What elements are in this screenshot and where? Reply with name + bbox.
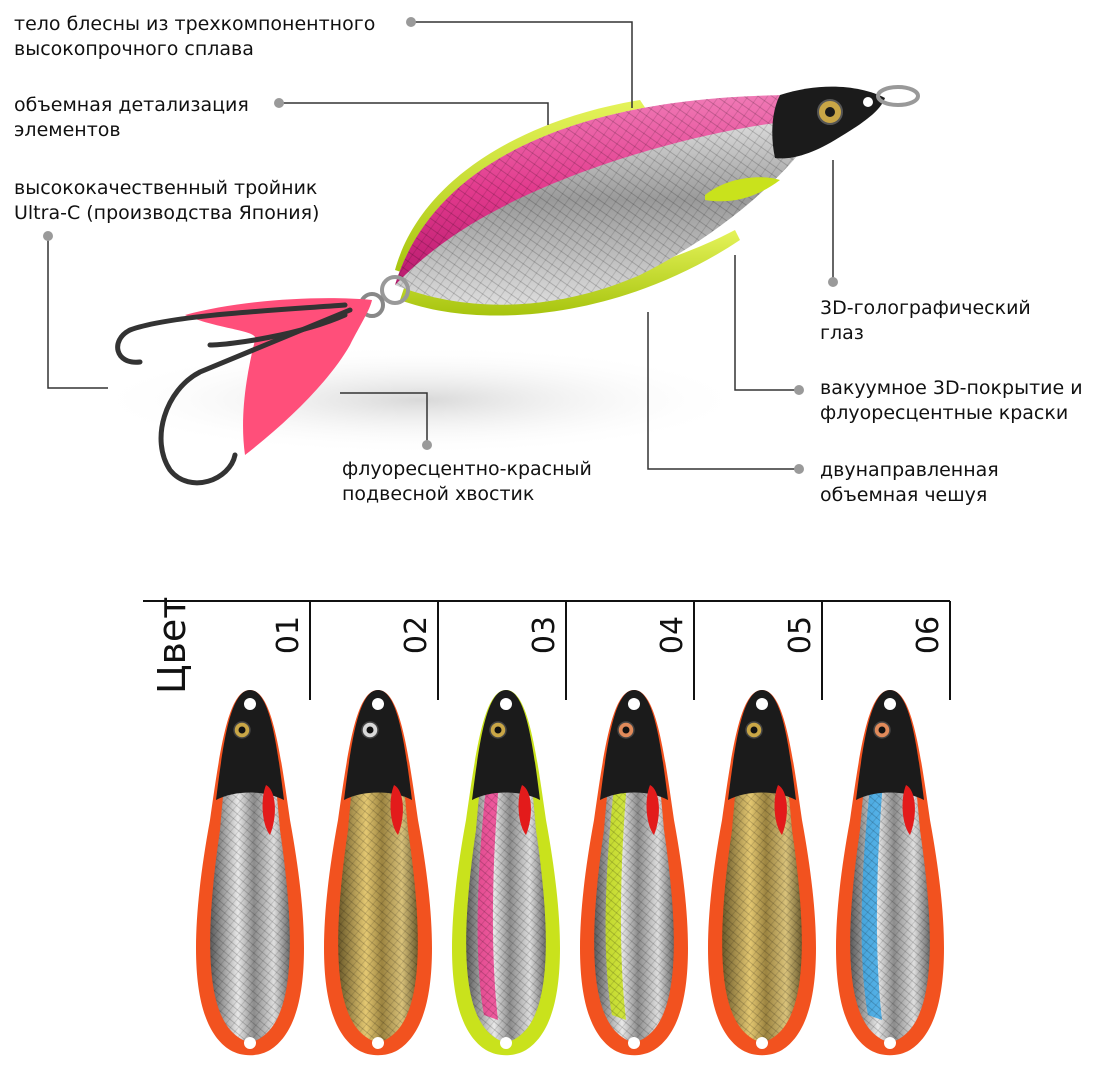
callout-tail: флуоресцентно-красный подвесной хвостик bbox=[342, 458, 592, 505]
variant-head bbox=[728, 690, 796, 800]
variant-pupil bbox=[366, 726, 374, 734]
variant-red-spot bbox=[902, 785, 915, 835]
color-code-01: 01 bbox=[271, 615, 306, 655]
lure-variant-01 bbox=[196, 690, 304, 1056]
variant-bottom-hole bbox=[756, 1037, 768, 1049]
lure-shadow bbox=[90, 345, 750, 455]
lure-pectoral-fin bbox=[705, 177, 780, 202]
variant-top-hole bbox=[244, 698, 256, 710]
lure-tail-ring bbox=[380, 275, 410, 305]
leader-body-alloy bbox=[412, 21, 633, 108]
callout-scales: двунаправленная объемная чешуя bbox=[820, 459, 999, 506]
leader-coating bbox=[734, 255, 797, 391]
callout-body-alloy: тело блесны из трехкомпонентного высокоп… bbox=[14, 13, 376, 60]
lure-variant-04 bbox=[580, 690, 688, 1056]
variant-red-spot bbox=[518, 785, 531, 835]
main-lure-illustration bbox=[90, 85, 920, 486]
color-code-05: 05 bbox=[783, 615, 818, 655]
lure-pupil bbox=[825, 107, 835, 117]
variant-bottom-hole bbox=[884, 1037, 896, 1049]
variant-head bbox=[344, 690, 412, 800]
variant-red-spot bbox=[774, 785, 787, 835]
variant-top-hole bbox=[372, 698, 384, 710]
color-code-04: 04 bbox=[655, 615, 690, 655]
leader-treble-hook bbox=[47, 236, 108, 389]
callout-lines bbox=[47, 21, 834, 470]
variant-red-spot bbox=[390, 785, 403, 835]
variant-bottom-hole bbox=[244, 1037, 256, 1049]
callout-coating: вакуумное 3D-покрытие и флуоресцентные к… bbox=[820, 377, 1083, 424]
dot-detail bbox=[274, 98, 284, 108]
variant-bottom-hole bbox=[628, 1037, 640, 1049]
dot-scales bbox=[794, 464, 804, 474]
lure-variant-03 bbox=[452, 690, 560, 1056]
lure-variant-02 bbox=[324, 690, 432, 1056]
leader-scales bbox=[647, 312, 797, 470]
variant-head bbox=[472, 690, 540, 800]
callout-detail: объемная детализация элементов bbox=[14, 94, 249, 141]
variant-red-spot bbox=[646, 785, 659, 835]
lure-variant-05 bbox=[708, 690, 816, 1056]
color-code-06: 06 bbox=[911, 615, 946, 655]
color-table-header: Цвет bbox=[150, 596, 194, 694]
lure-scale-texture bbox=[395, 95, 835, 305]
color-code-03: 03 bbox=[527, 615, 562, 655]
variant-pupil bbox=[238, 726, 246, 734]
lure-nose-hole bbox=[863, 97, 873, 107]
variant-pupil bbox=[750, 726, 758, 734]
dot-body-alloy bbox=[406, 17, 416, 27]
color-code-02: 02 bbox=[399, 615, 434, 655]
callout-eye: 3D-голографический глаз bbox=[820, 297, 1031, 344]
variant-pupil bbox=[622, 726, 630, 734]
callout-dots bbox=[43, 17, 838, 474]
dot-coating bbox=[794, 385, 804, 395]
leader-detail bbox=[280, 102, 549, 125]
dot-treble-hook bbox=[43, 231, 53, 241]
treble-hook bbox=[115, 302, 353, 486]
lure-split-ring bbox=[876, 85, 920, 107]
color-table-frame bbox=[143, 600, 951, 700]
variant-bottom-hole bbox=[372, 1037, 384, 1049]
callout-treble-hook: высококачественный тройник Ultra-C (прои… bbox=[14, 177, 320, 224]
variant-head bbox=[600, 690, 668, 800]
leader-tail bbox=[340, 392, 428, 443]
variant-top-hole bbox=[500, 698, 512, 710]
variant-bottom-hole bbox=[500, 1037, 512, 1049]
variant-head bbox=[216, 690, 284, 800]
variant-head bbox=[856, 690, 924, 800]
variant-top-hole bbox=[756, 698, 768, 710]
variant-top-hole bbox=[884, 698, 896, 710]
lure-tail-fin bbox=[185, 298, 372, 455]
variant-red-spot bbox=[262, 785, 275, 835]
variant-top-hole bbox=[628, 698, 640, 710]
lure-color-variants bbox=[196, 690, 944, 1056]
variant-pupil bbox=[878, 726, 886, 734]
dot-eye bbox=[828, 277, 838, 287]
dot-tail bbox=[422, 440, 432, 450]
lure-variant-06 bbox=[836, 690, 944, 1056]
variant-pupil bbox=[494, 726, 502, 734]
